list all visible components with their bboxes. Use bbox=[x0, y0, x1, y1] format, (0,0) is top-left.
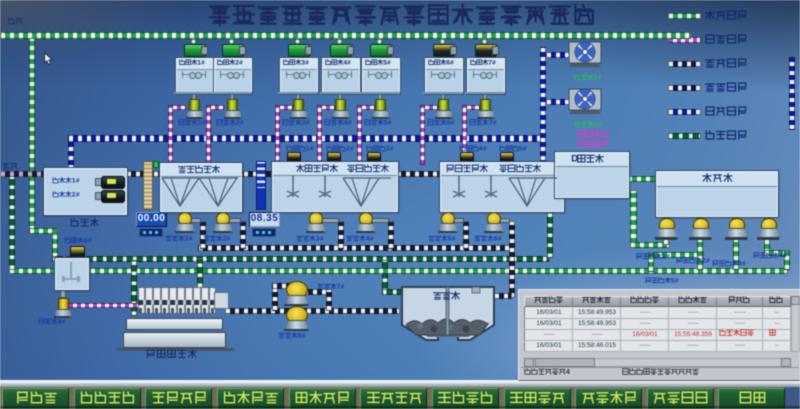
svg-text:4: 4 bbox=[566, 368, 570, 376]
svg-text:#: # bbox=[189, 236, 193, 243]
svg-text:#: # bbox=[62, 319, 66, 326]
svg-text:7: 7 bbox=[337, 284, 341, 291]
svg-text:#: # bbox=[239, 59, 243, 66]
svg-text:5: 5 bbox=[448, 236, 452, 243]
svg-text:#: # bbox=[88, 238, 92, 245]
svg-text:3: 3 bbox=[316, 236, 320, 243]
svg-text:8: 8 bbox=[58, 319, 62, 326]
svg-text:2: 2 bbox=[346, 146, 350, 153]
svg-text:6: 6 bbox=[447, 120, 451, 127]
svg-text:3: 3 bbox=[302, 120, 306, 127]
svg-text:5: 5 bbox=[384, 120, 388, 127]
svg-text:#: # bbox=[302, 333, 306, 340]
svg-text:1: 1 bbox=[185, 236, 189, 243]
svg-text:#: # bbox=[387, 59, 391, 66]
svg-text:#: # bbox=[305, 59, 309, 66]
svg-text:4: 4 bbox=[344, 120, 348, 127]
svg-text:#: # bbox=[675, 278, 679, 285]
svg-text:2: 2 bbox=[236, 120, 240, 127]
svg-text:#: # bbox=[452, 236, 456, 243]
svg-text:4: 4 bbox=[779, 253, 783, 260]
svg-text:#: # bbox=[201, 59, 205, 66]
svg-text:3: 3 bbox=[301, 59, 305, 66]
svg-text:3: 3 bbox=[738, 261, 742, 268]
svg-text:7: 7 bbox=[488, 59, 492, 66]
svg-text:#: # bbox=[310, 146, 314, 153]
svg-text:5: 5 bbox=[519, 146, 523, 153]
svg-text:#: # bbox=[666, 254, 670, 261]
svg-text:8: 8 bbox=[298, 333, 302, 340]
svg-text:#: # bbox=[350, 146, 354, 153]
svg-text:#: # bbox=[320, 236, 324, 243]
svg-text:#: # bbox=[240, 120, 244, 127]
svg-text:#: # bbox=[76, 192, 80, 199]
svg-text:#: # bbox=[347, 59, 351, 66]
svg-text:#: # bbox=[451, 120, 455, 127]
svg-text:5: 5 bbox=[671, 278, 675, 285]
svg-text:#: # bbox=[202, 120, 206, 127]
svg-text:6: 6 bbox=[446, 59, 450, 66]
svg-text:#: # bbox=[483, 146, 487, 153]
svg-text:#: # bbox=[390, 146, 394, 153]
svg-text:4: 4 bbox=[343, 59, 347, 66]
svg-text:3: 3 bbox=[386, 146, 390, 153]
svg-text:2: 2 bbox=[223, 236, 227, 243]
svg-text:#: # bbox=[742, 261, 746, 268]
svg-text:#: # bbox=[227, 236, 231, 243]
svg-text:2: 2 bbox=[72, 192, 76, 199]
svg-text:#: # bbox=[76, 178, 80, 185]
svg-text:#: # bbox=[492, 59, 496, 66]
svg-text:#: # bbox=[783, 253, 787, 260]
svg-text:1: 1 bbox=[197, 59, 201, 66]
svg-text:#: # bbox=[348, 120, 352, 127]
svg-text:4: 4 bbox=[479, 146, 483, 153]
svg-text:2: 2 bbox=[235, 59, 239, 66]
svg-text:6: 6 bbox=[494, 236, 498, 243]
svg-text:#: # bbox=[341, 284, 345, 291]
svg-text:1: 1 bbox=[72, 178, 76, 185]
svg-text:7: 7 bbox=[489, 120, 493, 127]
svg-text:#: # bbox=[498, 236, 502, 243]
svg-text:#: # bbox=[598, 122, 602, 129]
svg-text:#: # bbox=[523, 146, 527, 153]
svg-text:#: # bbox=[493, 120, 497, 127]
svg-text:#: # bbox=[450, 59, 454, 66]
svg-text:#: # bbox=[306, 120, 310, 127]
svg-text:#: # bbox=[370, 236, 374, 243]
svg-text:1: 1 bbox=[306, 146, 310, 153]
svg-text:1: 1 bbox=[594, 75, 598, 82]
svg-text:1: 1 bbox=[198, 120, 202, 127]
svg-text:#: # bbox=[598, 75, 602, 82]
svg-text:D: D bbox=[571, 154, 578, 165]
svg-text:1: 1 bbox=[662, 254, 666, 261]
svg-text:#: # bbox=[388, 120, 392, 127]
svg-text:#: # bbox=[706, 258, 710, 265]
svg-text:2: 2 bbox=[594, 122, 598, 129]
svg-text:2: 2 bbox=[702, 258, 706, 265]
svg-text:4: 4 bbox=[366, 236, 370, 243]
svg-text:5: 5 bbox=[383, 59, 387, 66]
svg-text:8: 8 bbox=[84, 238, 88, 245]
